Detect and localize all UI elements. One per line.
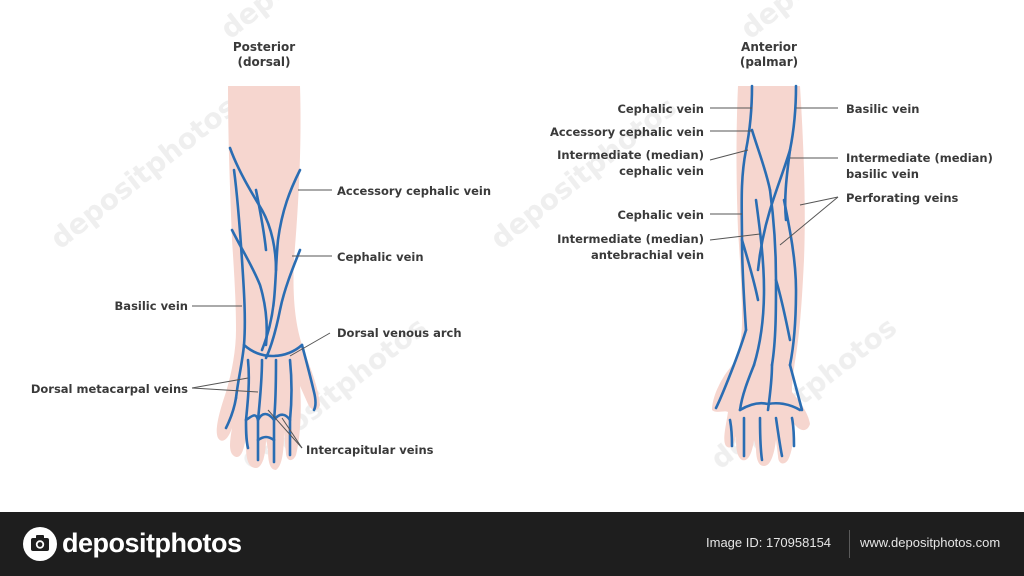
arm-illustration: depositphotos depositphotos depositphoto… <box>44 0 933 476</box>
anterior-arm <box>709 84 839 466</box>
posterior-veins <box>224 146 317 464</box>
anterior-leader-lines <box>709 107 839 246</box>
label-cephalic-vein-anterior-top: Cephalic vein <box>617 102 704 116</box>
diagram-canvas: depositphotos depositphotos depositphoto… <box>30 0 993 476</box>
anterior-title-line2: (palmar) <box>739 55 799 69</box>
label-intermediate-antebrachial-vein: Intermediate (median) antebrachial vein <box>520 231 704 263</box>
label-basilic-vein-posterior: Basilic vein <box>114 299 188 313</box>
anterior-veins <box>714 84 804 462</box>
posterior-leader-lines <box>191 189 332 449</box>
label-intermediate-basilic-vein: Intermediate (median) basilic vein <box>846 150 993 182</box>
image-id: Image ID: 170958154 <box>706 535 832 550</box>
label-basilic-vein-anterior: Basilic vein <box>846 102 920 116</box>
posterior-title-line2: (dorsal) <box>237 55 291 69</box>
svg-text:depositphotos: depositphotos <box>44 90 243 255</box>
svg-text:depositphotos: depositphotos <box>734 0 933 46</box>
label-cephalic-vein-anterior-lower: Cephalic vein <box>617 208 704 222</box>
camera-icon <box>23 527 57 561</box>
label-intermediate-basilic-line1: Intermediate (median) <box>846 151 993 165</box>
posterior-arm <box>191 86 332 470</box>
footer-divider <box>849 530 850 558</box>
site-url[interactable]: www.depositphotos.com <box>860 535 1001 550</box>
anterior-title-line1: Anterior <box>741 40 797 54</box>
label-intermediate-antebrachial-line1: Intermediate (median) <box>557 232 704 246</box>
label-intermediate-basilic-line2: basilic vein <box>846 167 919 181</box>
label-intermediate-antebrachial-line2: antebrachial vein <box>591 248 704 262</box>
label-perforating-veins: Perforating veins <box>846 191 959 205</box>
label-intermediate-cephalic-vein: Intermediate (median) cephalic vein <box>520 147 704 179</box>
label-dorsal-metacarpal-veins: Dorsal metacarpal veins <box>30 382 188 396</box>
label-intercapitular-veins: Intercapitular veins <box>306 443 434 457</box>
anterior-title: Anterior (palmar) <box>709 40 829 70</box>
label-intermediate-cephalic-line1: Intermediate (median) <box>557 148 704 162</box>
brand-name: depositphotos <box>62 528 242 558</box>
stock-footer-bar: depositphotos Image ID: 170958154 www.de… <box>0 512 1024 576</box>
label-intermediate-cephalic-line2: cephalic vein <box>619 164 704 178</box>
label-dorsal-venous-arch: Dorsal venous arch <box>337 326 462 340</box>
label-accessory-cephalic-vein-anterior: Accessory cephalic vein <box>549 125 704 139</box>
svg-text:depositphotos: depositphotos <box>214 0 413 46</box>
label-cephalic-vein-posterior: Cephalic vein <box>337 250 424 264</box>
label-accessory-cephalic-vein-posterior: Accessory cephalic vein <box>337 184 492 198</box>
posterior-title-line1: Posterior <box>232 40 296 54</box>
posterior-title: Posterior (dorsal) <box>204 40 324 70</box>
